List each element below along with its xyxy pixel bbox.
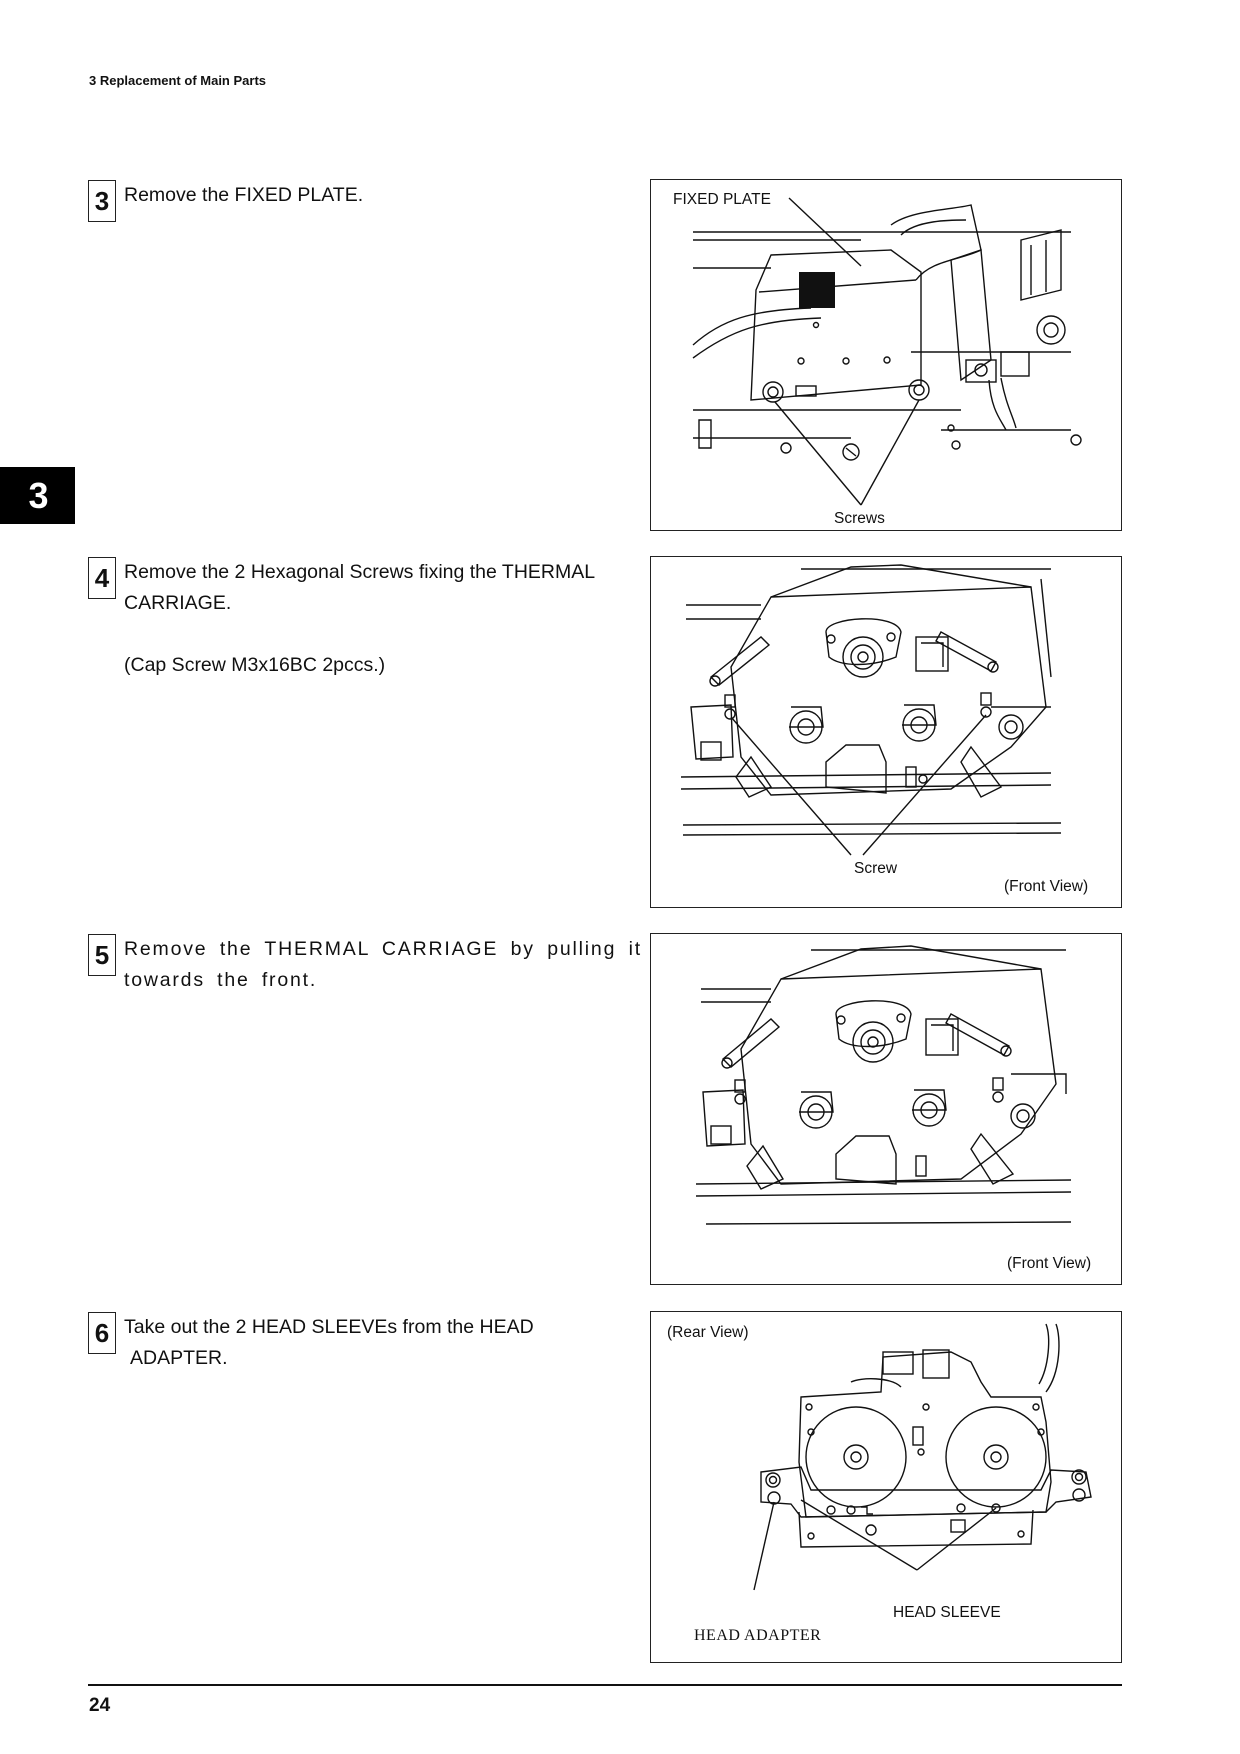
instruction-text: Remove the FIXED PLATE. — [124, 184, 364, 206]
step-instruction: Remove the THERMAL CARRIAGE by pulling i… — [124, 934, 642, 996]
thermal-carriage-screws-illustration — [680, 564, 1062, 856]
step-number: 6 — [88, 1312, 116, 1354]
step-instruction: Remove the 2 Hexagonal Screws fixing the… — [124, 557, 642, 681]
instruction-note: (Cap Screw M3x16BC 2pccs.) — [124, 654, 386, 676]
fixed-plate-illustration — [692, 197, 1082, 506]
figure-thermal-carriage-screws: Screw (Front View) — [650, 556, 1122, 908]
step-number: 4 — [88, 557, 116, 599]
section-header: 3 Replacement of Main Parts — [89, 73, 266, 88]
label-rear-view: (Rear View) — [667, 1324, 749, 1341]
label-head-adapter: HEAD ADAPTER — [694, 1627, 822, 1644]
head-sleeves-illustration — [753, 1323, 1092, 1591]
label-screw: Screw — [854, 860, 898, 877]
instruction-text: Take out the 2 HEAD SLEEVEs from the HEA… — [124, 1316, 534, 1338]
chapter-tab: 3 — [0, 467, 75, 524]
thermal-carriage-removal-illustration — [695, 945, 1072, 1225]
figure-thermal-carriage-removal: (Front View) — [650, 933, 1122, 1285]
step-instruction: Take out the 2 HEAD SLEEVEs from the HEA… — [124, 1312, 642, 1374]
label-front-view: (Front View) — [1007, 1255, 1092, 1272]
instruction-text-continued: ADAPTER. — [130, 1347, 228, 1369]
footer-rule — [88, 1684, 1122, 1686]
label-head-sleeve: HEAD SLEEVE — [893, 1604, 1001, 1621]
label-front-view: (Front View) — [1004, 878, 1089, 895]
figure-fixed-plate: FIXED PLATE Screws — [650, 179, 1122, 531]
label-screws: Screws — [834, 510, 885, 527]
instruction-text: Remove the 2 Hexagonal Screws fixing the… — [124, 561, 595, 614]
page-number: 24 — [89, 1695, 111, 1716]
label-fixed-plate: FIXED PLATE — [673, 191, 771, 208]
step-number: 3 — [88, 180, 116, 222]
instruction-text: Remove the THERMAL CARRIAGE by pulling i… — [124, 938, 642, 991]
step-instruction: Remove the FIXED PLATE. — [124, 180, 642, 211]
figure-head-sleeves: (Rear View) HEAD SLEEVE HEAD ADAPTER — [650, 1311, 1122, 1663]
step-number: 5 — [88, 934, 116, 976]
